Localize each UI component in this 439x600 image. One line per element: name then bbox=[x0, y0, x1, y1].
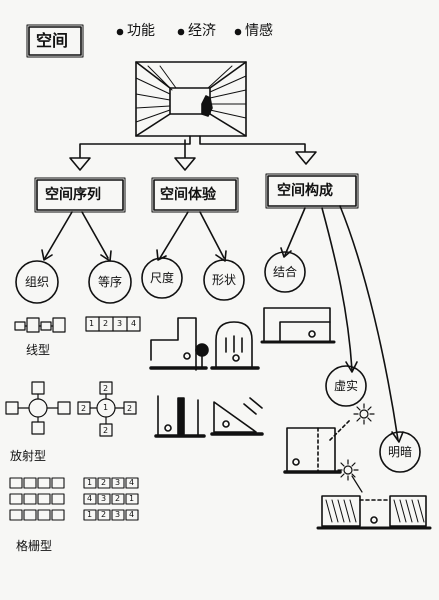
node-circle-scale bbox=[141, 257, 183, 299]
scale-sketch-2 bbox=[154, 395, 206, 438]
combine-sketch bbox=[260, 307, 336, 344]
node-light-dark-label: 明暗 bbox=[388, 445, 413, 459]
pattern-grid-label: 格栅型 bbox=[16, 539, 53, 553]
category-composition-label: 空间构成 bbox=[277, 183, 333, 199]
grid-number: 3 bbox=[101, 494, 107, 503]
page-title: 空间 bbox=[36, 31, 69, 50]
radial-number: 2 bbox=[127, 404, 133, 413]
node-circle-light-dark bbox=[379, 431, 421, 473]
grid-number: 3 bbox=[115, 510, 121, 519]
category-box-composition bbox=[267, 175, 357, 207]
node-scale-label: 尺度 bbox=[150, 271, 175, 285]
radial-number: 1 bbox=[103, 403, 109, 412]
linear-pattern-sketch bbox=[14, 317, 66, 333]
shape-sketch-2 bbox=[210, 397, 264, 436]
grid-number: 4 bbox=[129, 478, 135, 487]
category-sequence-label: 空间序列 bbox=[45, 187, 101, 203]
grid-number: 1 bbox=[87, 478, 93, 487]
grid-number: 1 bbox=[129, 494, 135, 503]
grid-number: 1 bbox=[87, 510, 93, 519]
scale-sketch-1 bbox=[149, 317, 209, 371]
keyword-economy: 经济 bbox=[188, 23, 216, 39]
grid-number: 4 bbox=[129, 510, 135, 519]
node-order-label: 等序 bbox=[98, 275, 123, 289]
radial-number: 2 bbox=[103, 384, 109, 393]
branch-arrows bbox=[69, 135, 317, 171]
category-experience-label: 空间体验 bbox=[160, 187, 216, 203]
sun-icon-2 bbox=[337, 459, 359, 481]
node-circle-shape bbox=[203, 259, 245, 301]
node-circle-combine bbox=[264, 251, 306, 293]
node-circle-order bbox=[88, 260, 132, 304]
grid-number: 3 bbox=[115, 478, 121, 487]
keyword-function: 功能 bbox=[127, 23, 155, 39]
pattern-linear-label: 线型 bbox=[26, 343, 51, 357]
grid-number: 4 bbox=[87, 494, 93, 503]
node-circle-organize bbox=[15, 260, 59, 304]
node-solid-void-label: 虚实 bbox=[334, 379, 359, 393]
grid-number: 2 bbox=[115, 494, 121, 503]
pattern-radial-label: 放射型 bbox=[10, 449, 47, 463]
node-combine-label: 结合 bbox=[273, 265, 298, 279]
category-box-experience bbox=[153, 179, 237, 211]
node-circle-solid-void bbox=[325, 365, 367, 407]
radial-number: 2 bbox=[81, 404, 87, 413]
node-shape-label: 形状 bbox=[212, 273, 237, 287]
radial-pattern-sketch bbox=[5, 381, 71, 435]
strip-number: 4 bbox=[131, 319, 137, 328]
light-dark-sketch bbox=[316, 495, 432, 530]
shape-sketch-1 bbox=[210, 321, 260, 370]
grid-number: 2 bbox=[101, 510, 107, 519]
node-organize-label: 组织 bbox=[25, 275, 50, 289]
strip-number: 2 bbox=[103, 319, 109, 328]
radial-number: 2 bbox=[103, 426, 109, 435]
strip-number: 1 bbox=[89, 319, 95, 328]
solid-void-sketch bbox=[283, 419, 351, 474]
keyword-emotion: 情感 bbox=[245, 23, 273, 39]
category-box-sequence bbox=[36, 179, 124, 211]
grid-number: 2 bbox=[101, 478, 107, 487]
sun-icon-1 bbox=[353, 403, 375, 425]
strip-number: 3 bbox=[117, 319, 123, 328]
title-box bbox=[28, 26, 82, 56]
grid-pattern-sketch bbox=[9, 477, 65, 521]
room-perspective-sketch bbox=[135, 61, 247, 137]
